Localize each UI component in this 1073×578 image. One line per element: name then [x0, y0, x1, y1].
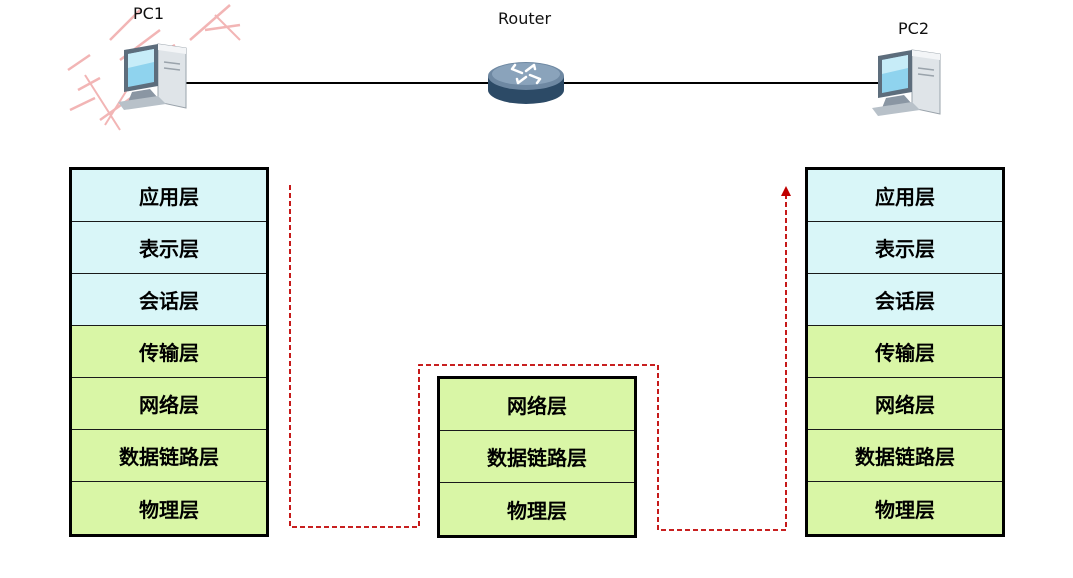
router-network-layer: 网络层 [440, 379, 634, 431]
data-flow-arrowhead [781, 186, 791, 196]
pc2-desktop-icon [872, 49, 941, 116]
pc1-label: PC1 [133, 4, 164, 23]
pc2-network-layer: 网络层 [808, 378, 1002, 430]
router-physical-layer: 物理层 [440, 483, 634, 535]
router-label: Router [498, 9, 552, 28]
pc1-transport-layer: 传输层 [72, 326, 266, 378]
pc1-physical-layer: 物理层 [72, 482, 266, 534]
pc2-osi-stack: 应用层 表示层 会话层 传输层 网络层 数据链路层 物理层 [805, 167, 1005, 537]
pc1-session-layer: 会话层 [72, 274, 266, 326]
pc2-data-link-layer: 数据链路层 [808, 430, 1002, 482]
pc1-presentation-layer: 表示层 [72, 222, 266, 274]
pc1-data-link-layer: 数据链路层 [72, 430, 266, 482]
pc2-physical-layer: 物理层 [808, 482, 1002, 534]
router-icon [488, 62, 564, 104]
pc2-label: PC2 [898, 19, 929, 38]
pc1-network-layer: 网络层 [72, 378, 266, 430]
pc1-application-layer: 应用层 [72, 170, 266, 222]
pc1-desktop-icon [118, 43, 187, 110]
router-osi-stack: 网络层 数据链路层 物理层 [437, 376, 637, 538]
pc2-transport-layer: 传输层 [808, 326, 1002, 378]
router-data-link-layer: 数据链路层 [440, 431, 634, 483]
pc2-presentation-layer: 表示层 [808, 222, 1002, 274]
pc2-session-layer: 会话层 [808, 274, 1002, 326]
pc2-application-layer: 应用层 [808, 170, 1002, 222]
pc1-osi-stack: 应用层 表示层 会话层 传输层 网络层 数据链路层 物理层 [69, 167, 269, 537]
data-flow-path [289, 185, 787, 531]
